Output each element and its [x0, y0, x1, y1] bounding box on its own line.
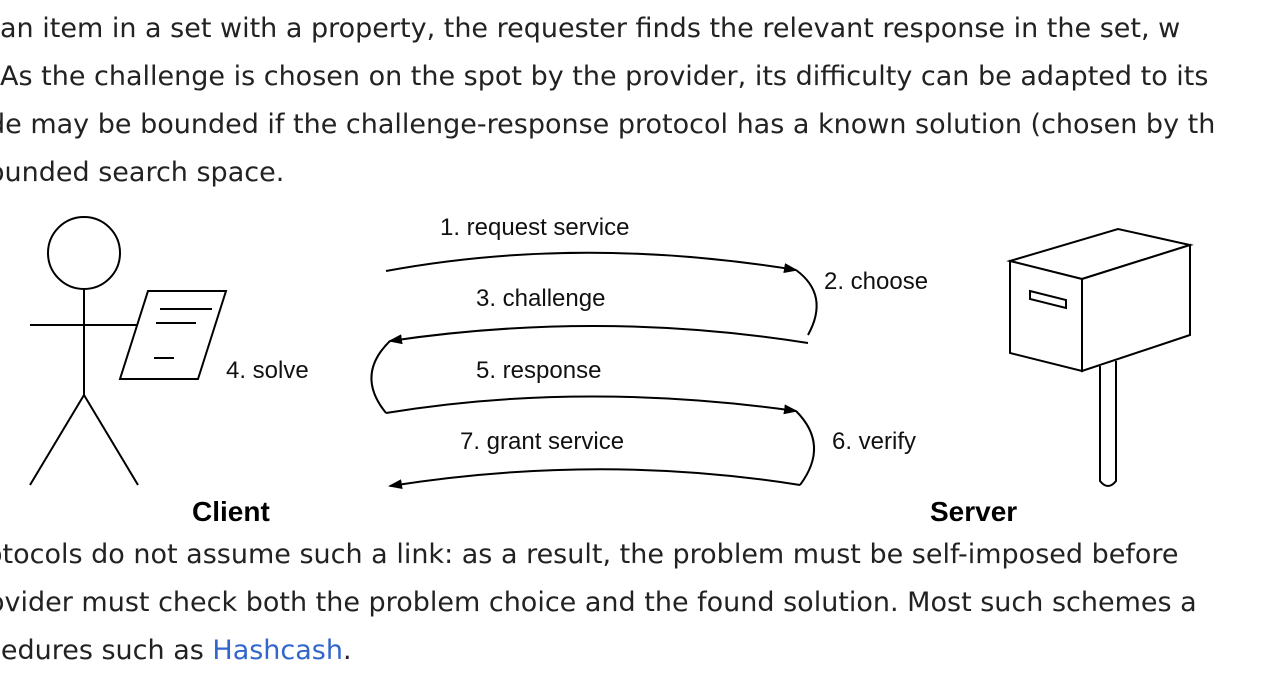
arrow-challenge: [388, 324, 809, 345]
paragraph-line: ovider must check both the problem choic…: [0, 587, 1197, 618]
intro-paragraph: an item in a set with a property, the re…: [0, 5, 1280, 197]
document-icon: [118, 290, 228, 380]
client-figure-icon: [29, 216, 140, 486]
step-grant-service-label: 7. grant service: [460, 428, 624, 455]
arrow-request: [385, 251, 798, 274]
paragraph-line: ounded search space.: [0, 157, 285, 188]
arrow-verify: [795, 410, 815, 486]
server-label: Server: [930, 496, 1017, 527]
arrow-choose: [795, 269, 818, 336]
protocol-arrows: [370, 251, 818, 490]
arrow-response: [385, 395, 798, 415]
step-verify-label: 6. verify: [832, 428, 916, 455]
paragraph-text: .: [343, 635, 352, 666]
step-challenge-label: 3. challenge: [476, 285, 605, 312]
step-request-service-label: 1. request service: [440, 214, 629, 241]
step-response-label: 5. response: [476, 357, 601, 384]
server-icon: [1006, 227, 1194, 487]
paragraph-line: de may be bounded if the challenge-respo…: [0, 109, 1216, 140]
paragraph-line: As the challenge is chosen on the spot b…: [0, 61, 1209, 92]
paragraph-line: cedures such as Hashcash.: [0, 627, 1280, 675]
paragraph-line: otocols do not assume such a link: as a …: [0, 539, 1179, 570]
paragraph-text: cedures such as: [0, 635, 213, 666]
step-solve-label: 4. solve: [226, 357, 309, 384]
step-choose-label: 2. choose: [824, 268, 928, 295]
challenge-response-diagram: 1. request service 2. choose 3. challeng…: [29, 214, 1194, 527]
arrow-solve: [370, 340, 391, 414]
arrow-grant: [388, 468, 801, 490]
hashcash-link[interactable]: Hashcash: [212, 635, 343, 666]
followup-paragraph: otocols do not assume such a link: as a …: [0, 531, 1280, 675]
client-label: Client: [192, 496, 270, 527]
paragraph-line: an item in a set with a property, the re…: [0, 13, 1181, 44]
